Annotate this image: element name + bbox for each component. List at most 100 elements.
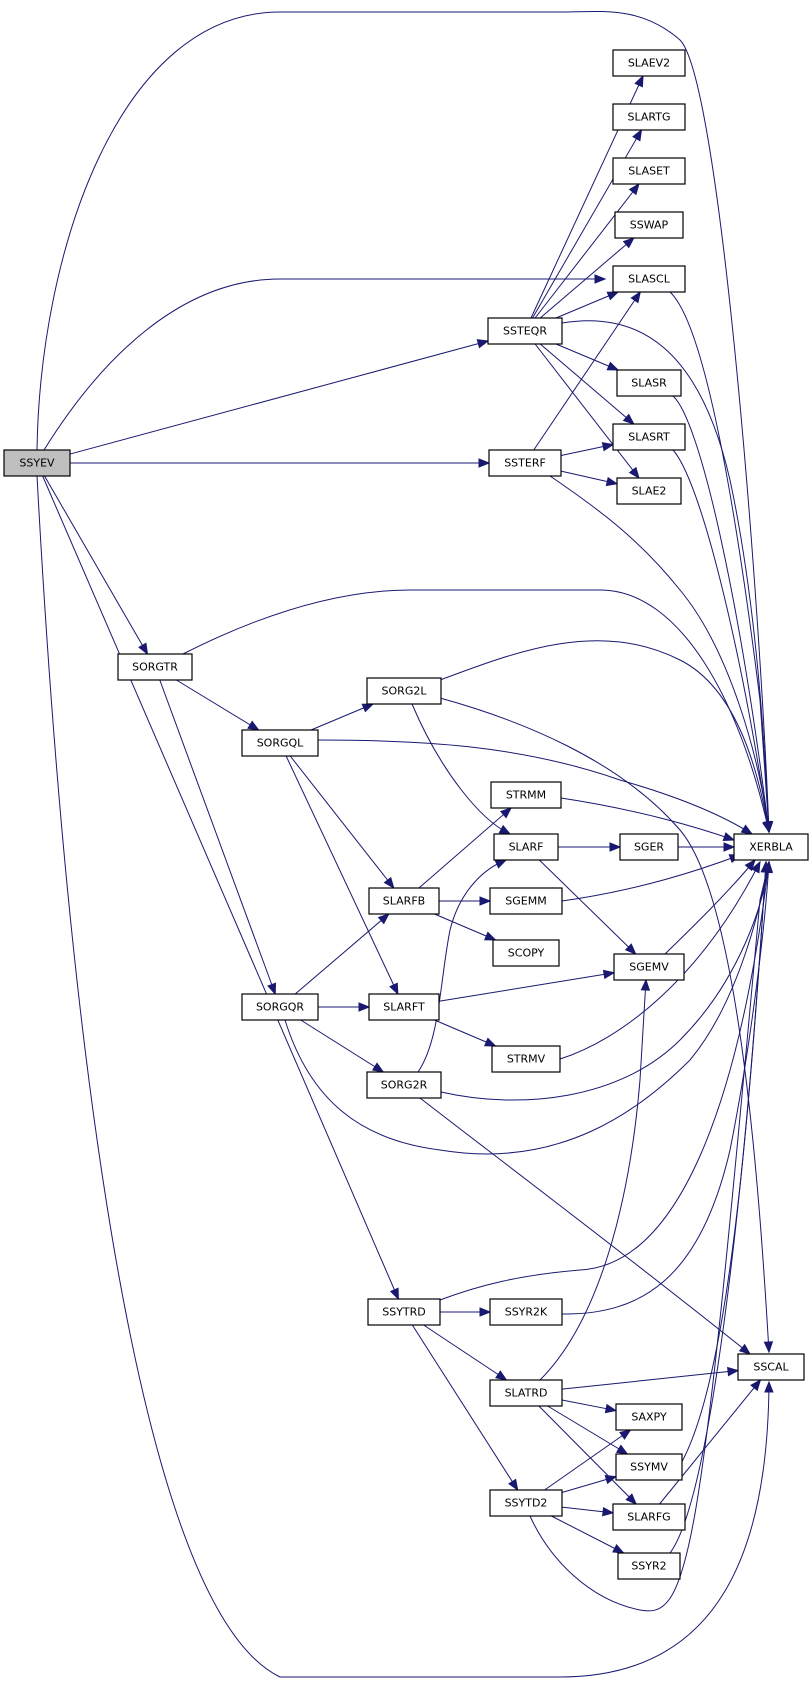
node-slatrd[interactable]: SLATRD xyxy=(489,1379,563,1407)
node-box xyxy=(489,1489,563,1517)
edge-slatrd-to-sscal xyxy=(561,1366,740,1390)
node-sscal[interactable]: SSCAL xyxy=(737,1353,805,1381)
edge-sorg2l-to-xerbla xyxy=(439,640,772,834)
node-sgemm[interactable]: SGEMM xyxy=(489,887,563,915)
node-box xyxy=(612,265,686,293)
node-sorg2r[interactable]: SORG2R xyxy=(366,1071,442,1099)
node-strmv[interactable]: STRMV xyxy=(491,1045,561,1073)
edge-slarfb-to-scopy xyxy=(434,913,497,941)
node-box xyxy=(615,1403,683,1431)
node-slarf[interactable]: SLARF xyxy=(493,833,559,861)
edge-slarfb-to-strmm xyxy=(418,807,513,889)
edge-ssteqr-to-slasr xyxy=(555,343,620,371)
node-box xyxy=(241,729,319,757)
edge-slarft-to-strmv xyxy=(434,1019,497,1047)
node-ssyr2k[interactable]: SSYR2K xyxy=(489,1298,563,1326)
node-box xyxy=(612,49,686,77)
node-box xyxy=(491,1045,561,1073)
node-box xyxy=(614,211,684,239)
node-box xyxy=(241,993,319,1021)
node-box xyxy=(489,887,563,915)
edge-sgemm-to-xerbla xyxy=(561,854,742,902)
node-box xyxy=(367,1298,441,1326)
node-ssyev[interactable]: SSYEV xyxy=(3,449,71,477)
edge-sorgql-to-slarft xyxy=(285,755,399,996)
node-label: SLASET xyxy=(628,165,670,178)
node-ssytd2[interactable]: SSYTD2 xyxy=(489,1489,563,1517)
node-box xyxy=(489,1379,563,1407)
edge-strmv-to-xerbla xyxy=(559,860,761,1060)
edge-ssterf-to-slae2 xyxy=(560,470,619,487)
node-saxpy[interactable]: SAXPY xyxy=(615,1403,683,1431)
edge-ssyr2k-to-xerbla xyxy=(561,860,774,1315)
node-box xyxy=(493,833,559,861)
node-label: SGEMM xyxy=(505,895,546,908)
node-ssyr2[interactable]: SSYR2 xyxy=(617,1552,681,1580)
node-ssterf[interactable]: SSTERF xyxy=(488,449,562,477)
node-box xyxy=(619,833,679,861)
node-slarfg[interactable]: SLARFG xyxy=(612,1503,686,1531)
node-ssytrd[interactable]: SSYTRD xyxy=(367,1298,441,1326)
node-label: SLARTG xyxy=(628,111,671,124)
node-slaev2[interactable]: SLAEV2 xyxy=(612,49,686,77)
node-ssymv[interactable]: SSYMV xyxy=(615,1453,683,1481)
edge-sorgqr-to-slarft xyxy=(318,1002,371,1012)
node-label: SSYTD2 xyxy=(505,1497,548,1510)
node-slarfb[interactable]: SLARFB xyxy=(368,887,440,915)
edge-ssyr2-to-xerbla xyxy=(669,860,771,1554)
node-slarft[interactable]: SLARFT xyxy=(368,993,440,1021)
node-box xyxy=(487,317,563,345)
edge-sorgqr-to-slarfb xyxy=(294,913,390,995)
node-strmm[interactable]: STRMM xyxy=(490,781,562,809)
node-sger[interactable]: SGER xyxy=(619,833,679,861)
edge-ssyev-to-ssterf xyxy=(70,458,491,468)
node-xerbla[interactable]: XERBLA xyxy=(733,833,809,861)
node-slartg[interactable]: SLARTG xyxy=(612,103,686,131)
edge-sorgqr-to-sorg2r xyxy=(300,1019,385,1073)
node-slaset[interactable]: SLASET xyxy=(612,157,686,185)
node-slasrt[interactable]: SLASRT xyxy=(612,423,686,451)
node-sorg2l[interactable]: SORG2L xyxy=(366,677,442,705)
node-label: SLASCL xyxy=(628,273,671,286)
edge-ssyev-to-sorgtr xyxy=(44,475,149,656)
edge-ssterf-to-xerbla xyxy=(549,475,773,834)
node-label: SSYR2 xyxy=(631,1560,666,1573)
node-box xyxy=(489,1298,563,1326)
edge-ssytrd-to-ssytd2 xyxy=(411,1324,519,1492)
node-ssteqr[interactable]: SSTEQR xyxy=(487,317,563,345)
edge-ssterf-to-slascl xyxy=(533,290,641,451)
edge-ssteqr-to-slasrt xyxy=(539,343,635,425)
node-label: SSWAP xyxy=(630,219,669,232)
edge-ssterf-to-slasrt xyxy=(560,442,615,456)
edge-slatrd-to-ssymv xyxy=(547,1405,629,1455)
node-sswap[interactable]: SSWAP xyxy=(614,211,684,239)
node-scopy[interactable]: SCOPY xyxy=(492,939,560,967)
node-sgemv[interactable]: SGEMV xyxy=(613,953,685,981)
edge-ssytrd-to-xerbla xyxy=(439,860,773,1301)
edge-ssytd2-to-slarfg xyxy=(561,1506,615,1517)
edge-ssytrd-to-ssyr2k xyxy=(440,1307,492,1317)
node-slascl[interactable]: SLASCL xyxy=(612,265,686,293)
node-box xyxy=(612,1503,686,1531)
edge-ssteqr-to-slae2 xyxy=(534,343,640,480)
node-sorgtr[interactable]: SORGTR xyxy=(117,653,193,681)
node-label: SLARFT xyxy=(383,1001,425,1014)
edge-ssteqr-to-slascl xyxy=(555,291,620,319)
node-label: SORGTR xyxy=(132,661,178,674)
node-label: SSTERF xyxy=(504,457,546,470)
edge-slarfb-to-sgemm xyxy=(439,896,492,906)
edge-ssytrd-to-slatrd xyxy=(423,1324,508,1381)
edge-sger-to-xerbla xyxy=(678,842,736,852)
node-label: SAXPY xyxy=(631,1411,667,1424)
node-label: SLAEV2 xyxy=(628,57,670,70)
node-sorgql[interactable]: SORGQL xyxy=(241,729,319,757)
node-slasr[interactable]: SLASR xyxy=(616,369,682,397)
node-label: SLARF xyxy=(509,841,544,854)
node-box xyxy=(3,449,71,477)
edge-sorgql-to-slarfb xyxy=(289,755,395,890)
node-sorgqr[interactable]: SORGQR xyxy=(241,993,319,1021)
edge-sorg2l-to-sscal xyxy=(439,697,774,1354)
edge-ssteqr-to-slaset xyxy=(534,182,640,319)
edge-ssytd2-to-saxpy xyxy=(544,1429,632,1491)
node-slae2[interactable]: SLAE2 xyxy=(616,477,682,505)
